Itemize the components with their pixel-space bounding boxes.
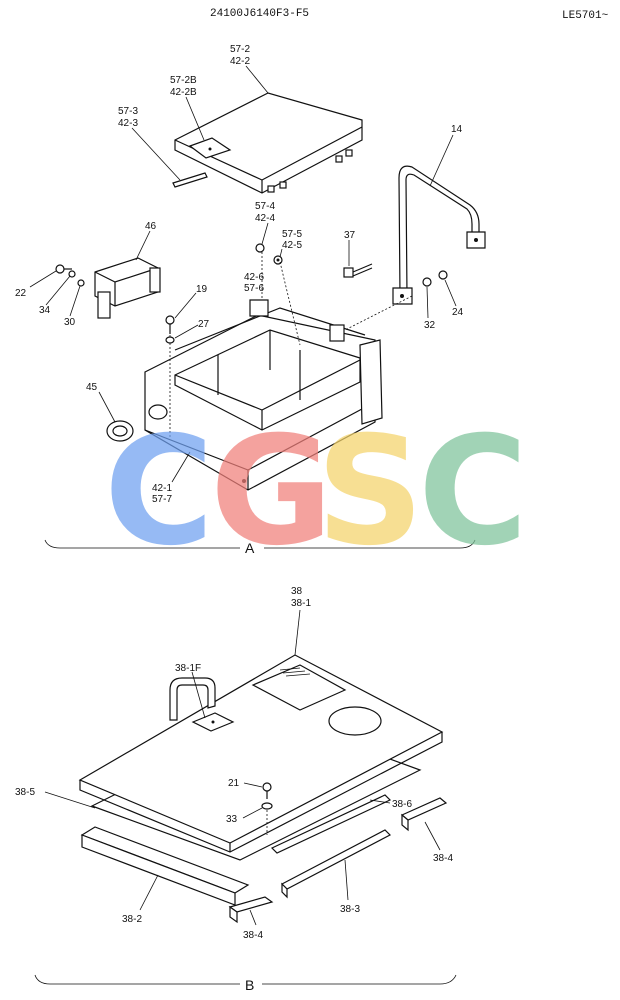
label-32: 32 xyxy=(424,320,436,331)
label-42-2: 42-2 xyxy=(230,56,250,67)
fuse-holder-46 xyxy=(94,257,161,319)
label-57-4: 57-4 xyxy=(255,201,275,212)
label-24: 24 xyxy=(452,307,464,318)
label-57-6: 57-6 xyxy=(244,283,264,294)
label-38-1f: 38-1F xyxy=(175,663,201,674)
label-42-3: 42-3 xyxy=(118,118,138,129)
label-42-1: 42-1 xyxy=(152,483,172,494)
label-38-1: 38-1 xyxy=(291,598,311,609)
section-b-letter: B xyxy=(245,977,254,993)
box-housing xyxy=(144,299,383,491)
label-19: 19 xyxy=(196,284,208,295)
label-33: 33 xyxy=(226,814,238,825)
label-57-2b: 57-2B xyxy=(170,75,197,86)
label-45: 45 xyxy=(86,382,98,393)
label-14: 14 xyxy=(451,124,463,135)
watermark-logo: C G S C xyxy=(104,405,528,579)
screw-washer-b xyxy=(261,782,273,835)
label-22: 22 xyxy=(15,288,27,299)
label-38-6: 38-6 xyxy=(392,799,412,810)
labels-section-a: 57-2 42-2 57-2B 42-2B 57-3 42-3 14 46 57… xyxy=(15,44,464,505)
watermark-letter-1: C xyxy=(104,405,214,579)
part-number-header: 24100J6140F3-F5 xyxy=(210,8,309,20)
label-57-7: 57-7 xyxy=(152,494,172,505)
label-30: 30 xyxy=(64,317,76,328)
label-57-3: 57-3 xyxy=(118,106,138,117)
bolt-37 xyxy=(343,263,373,278)
label-38-3: 38-3 xyxy=(340,904,360,915)
label-38-4-bottom: 38-4 xyxy=(243,930,263,941)
label-38: 38 xyxy=(291,586,303,597)
label-38-2: 38-2 xyxy=(122,914,142,925)
lid-57-2 xyxy=(174,92,363,194)
label-27: 27 xyxy=(198,319,210,330)
serial-range-header: LE5701~ xyxy=(562,10,609,22)
label-42-2b: 42-2B xyxy=(170,87,197,98)
grommet-45 xyxy=(106,420,134,442)
label-46: 46 xyxy=(145,221,157,232)
section-a-bracket xyxy=(44,539,476,549)
label-42-6: 42-6 xyxy=(244,272,264,283)
watermark-letter-4: C xyxy=(418,405,528,579)
label-21: 21 xyxy=(228,778,240,789)
watermark-letter-3: S xyxy=(316,405,424,579)
labels-section-b: 38 38-1 38-1F 21 33 38-5 38-6 38-4 38-2 … xyxy=(15,586,453,941)
label-42-5: 42-5 xyxy=(282,240,302,251)
section-b-bracket xyxy=(34,974,457,985)
label-37: 37 xyxy=(344,230,356,241)
rod-57-3 xyxy=(172,172,208,188)
label-38-4-right: 38-4 xyxy=(433,853,453,864)
cover-plate-38 xyxy=(78,654,444,853)
leader-lines-b xyxy=(44,609,441,926)
label-57-5: 57-5 xyxy=(282,229,302,240)
spacer-bars xyxy=(80,794,448,924)
handle-14 xyxy=(392,165,486,305)
watermark-letter-2: G xyxy=(210,405,333,579)
label-38-5: 38-5 xyxy=(15,787,35,798)
section-b-drawing xyxy=(34,609,457,985)
section-a-drawing xyxy=(29,65,486,549)
label-57-2: 57-2 xyxy=(230,44,250,55)
label-42-4: 42-4 xyxy=(255,213,275,224)
leader-lines-a xyxy=(29,65,457,483)
label-34: 34 xyxy=(39,305,51,316)
section-a-letter: A xyxy=(245,540,255,556)
